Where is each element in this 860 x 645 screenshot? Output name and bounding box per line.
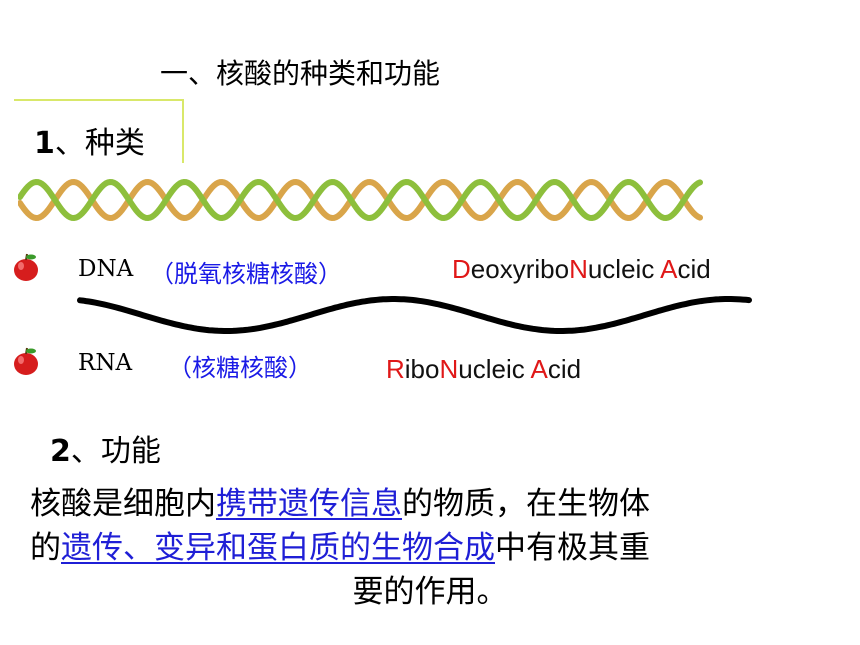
section1-number: 1: [34, 126, 55, 161]
full-name-text: ucleic: [458, 354, 531, 384]
section1-frame: [14, 99, 184, 163]
full-name-text: cid: [677, 254, 711, 284]
section2-heading: 2、功能: [50, 426, 161, 470]
acronym-capital: N: [569, 254, 588, 284]
section2-number: 2: [50, 434, 71, 469]
dna-chinese-name: （脱氧核糖核酸）: [150, 260, 342, 288]
full-name-text: ibo: [404, 354, 440, 384]
section1-heading: 1、种类: [34, 118, 145, 162]
section2-label: 、功能: [70, 434, 161, 469]
acronym-capital: R: [386, 354, 405, 384]
acronym-capital: D: [452, 254, 471, 284]
dna-abbreviation: DNA: [78, 256, 134, 282]
paragraph-text: 核酸是细胞内: [30, 486, 216, 522]
acronym-capital: A: [530, 354, 548, 384]
apple-icon: [14, 347, 38, 375]
function-paragraph: 核酸是细胞内携带遗传信息的物质，在生物体 的遗传、变异和蛋白质的生物合成中有极其…: [30, 482, 830, 614]
rna-strand-icon: [77, 296, 752, 334]
section1-label: 、种类: [54, 126, 145, 161]
acronym-capital: N: [439, 354, 459, 384]
paragraph-text: 的: [30, 530, 61, 566]
paragraph-text: 要的作用。: [352, 574, 508, 610]
rna-chinese-name: （核糖核酸）: [168, 354, 312, 382]
paragraph-line-3: 要的作用。: [30, 570, 830, 614]
paragraph-line-1: 核酸是细胞内携带遗传信息的物质，在生物体: [30, 482, 830, 526]
full-name-text: ucleic: [587, 254, 661, 284]
rna-full-name: RiboNucleic Acid: [386, 354, 581, 385]
link-heredity-variation-protein[interactable]: 遗传、变异和蛋白质的生物合成: [61, 530, 495, 566]
dna-full-name: DeoxyriboNucleic Acid: [452, 254, 711, 285]
full-name-text: cid: [547, 354, 582, 384]
paragraph-line-2: 的遗传、变异和蛋白质的生物合成中有极其重: [30, 526, 830, 570]
paragraph-text: 中有极其重: [495, 530, 650, 566]
dna-helix-icon: [18, 178, 703, 222]
rna-abbreviation: RNA: [78, 350, 133, 376]
paragraph-text: 的物质，在生物体: [402, 486, 650, 522]
acronym-capital: A: [660, 254, 678, 284]
link-carry-genetic-info[interactable]: 携带遗传信息: [216, 486, 402, 522]
full-name-text: eoxyribo: [470, 254, 570, 284]
apple-icon: [14, 253, 38, 281]
slide-title: 一、核酸的种类和功能: [160, 57, 441, 90]
